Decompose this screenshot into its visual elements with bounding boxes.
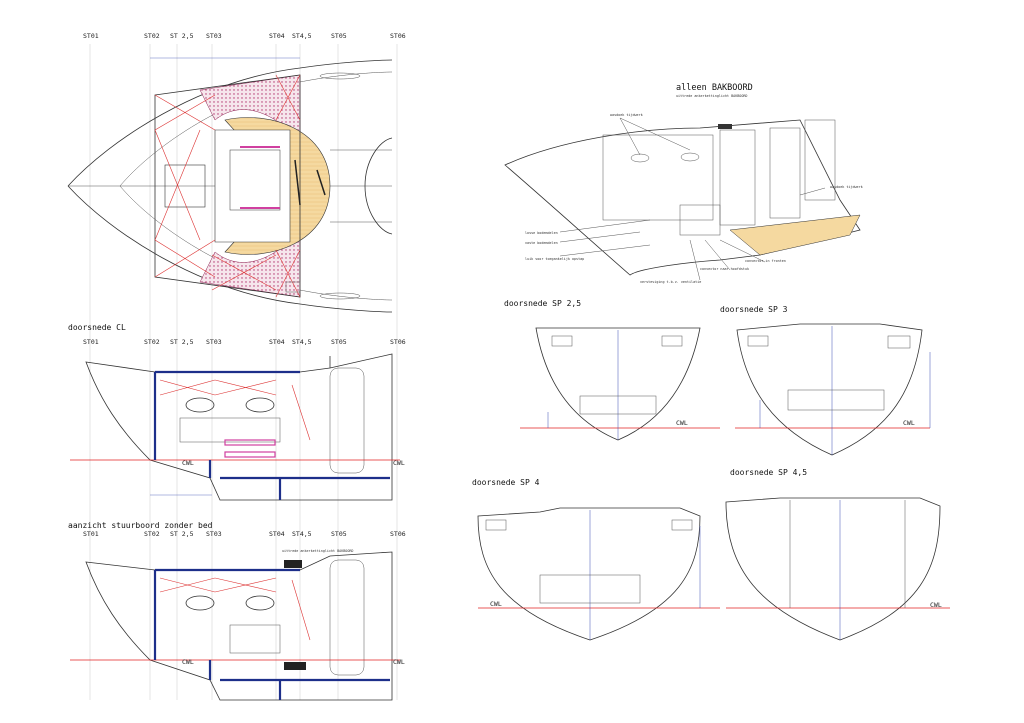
section-cl-view: doorsnede CL ST01 ST02 ST 2,5 ST03 ST04 … (68, 323, 406, 501)
iso-callout: vaste bodemdelen (525, 241, 558, 245)
station-label: ST03 (206, 530, 222, 538)
cwl-label: CWL (490, 600, 502, 608)
station-label: ST4,5 (292, 32, 312, 40)
plan-view (67, 57, 393, 313)
iso-callout: wasdoek tijdwerk (610, 113, 643, 117)
section-cl-title: doorsnede CL (68, 323, 126, 332)
iso-title: alleen BAKBOORD (676, 83, 753, 93)
cwl-label: CWL (182, 658, 194, 666)
station-label: ST04 (269, 530, 285, 538)
station-labels-side: ST01 ST02 ST 2,5 ST03 ST04 ST4,5 ST05 ST… (83, 530, 406, 538)
station-label: ST04 (269, 338, 285, 346)
station-label: ST4,5 (292, 530, 312, 538)
station-labels-cl: ST01 ST02 ST 2,5 ST03 ST04 ST4,5 ST05 ST… (83, 338, 406, 346)
side-view-title: aanzicht stuurboord zonder bed (68, 521, 213, 530)
section-sp3: doorsnede SP 3 CWL (720, 305, 931, 456)
cwl-label: CWL (903, 419, 915, 427)
station-label: ST01 (83, 32, 99, 40)
station-labels-plan: ST01 ST02 ST 2,5 ST03 ST04 ST4,5 ST05 ST… (83, 32, 406, 40)
anchor-note: uittrede ankerkettinglicht BAKBOORD (282, 549, 353, 553)
isometric-view: alleen BAKBOORD uittrede ankerkettinglic… (504, 83, 863, 284)
station-label: ST02 (144, 530, 160, 538)
station-label: ST06 (390, 338, 406, 346)
section-title: doorsnede SP 4 (472, 478, 540, 487)
iso-subtitle: uittrede ankerkettinglicht BAKBOORD (676, 94, 747, 98)
station-label: ST05 (331, 32, 347, 40)
iso-callout: versteviging t.b.v. ventilatie (640, 280, 701, 284)
cwl-label: CWL (676, 419, 688, 427)
cwl-label: CWL (393, 658, 405, 666)
station-label: ST04 (269, 32, 285, 40)
iso-callout: wasdoek tijdwerk (830, 185, 863, 189)
section-sp25: doorsnede SP 2,5 CWL (504, 299, 720, 441)
station-label: ST06 (390, 32, 406, 40)
station-label: ST4,5 (292, 338, 312, 346)
section-title: doorsnede SP 3 (720, 305, 788, 314)
station-label: ST02 (144, 338, 160, 346)
cwl-label: CWL (393, 459, 405, 467)
cwl-label: CWL (930, 601, 942, 609)
station-label: ST 2,5 (170, 530, 194, 538)
side-view: aanzicht stuurboord zonder bed ST01 ST02… (68, 521, 406, 701)
station-label: ST02 (144, 32, 160, 40)
station-label: ST01 (83, 338, 99, 346)
iso-callout: luik voor toegankelijk opstap (525, 257, 584, 261)
station-label: ST03 (206, 32, 222, 40)
iso-callout: convector naar hoofdstuk (700, 267, 749, 271)
station-label: ST06 (390, 530, 406, 538)
cwl-label: CWL (182, 459, 194, 467)
section-title: doorsnede SP 4,5 (730, 468, 807, 477)
iso-callout: losse bodemdelen (525, 231, 558, 235)
station-label: ST03 (206, 338, 222, 346)
station-label: ST01 (83, 530, 99, 538)
station-label: ST 2,5 (170, 338, 194, 346)
station-label: ST 2,5 (170, 32, 194, 40)
station-label: ST05 (331, 338, 347, 346)
section-sp4: doorsnede SP 4 CWL (472, 478, 720, 641)
station-label: ST05 (331, 530, 347, 538)
iso-callout: convector in fronten (745, 259, 786, 263)
section-sp45: doorsnede SP 4,5 CWL (725, 468, 950, 641)
section-title: doorsnede SP 2,5 (504, 299, 581, 308)
